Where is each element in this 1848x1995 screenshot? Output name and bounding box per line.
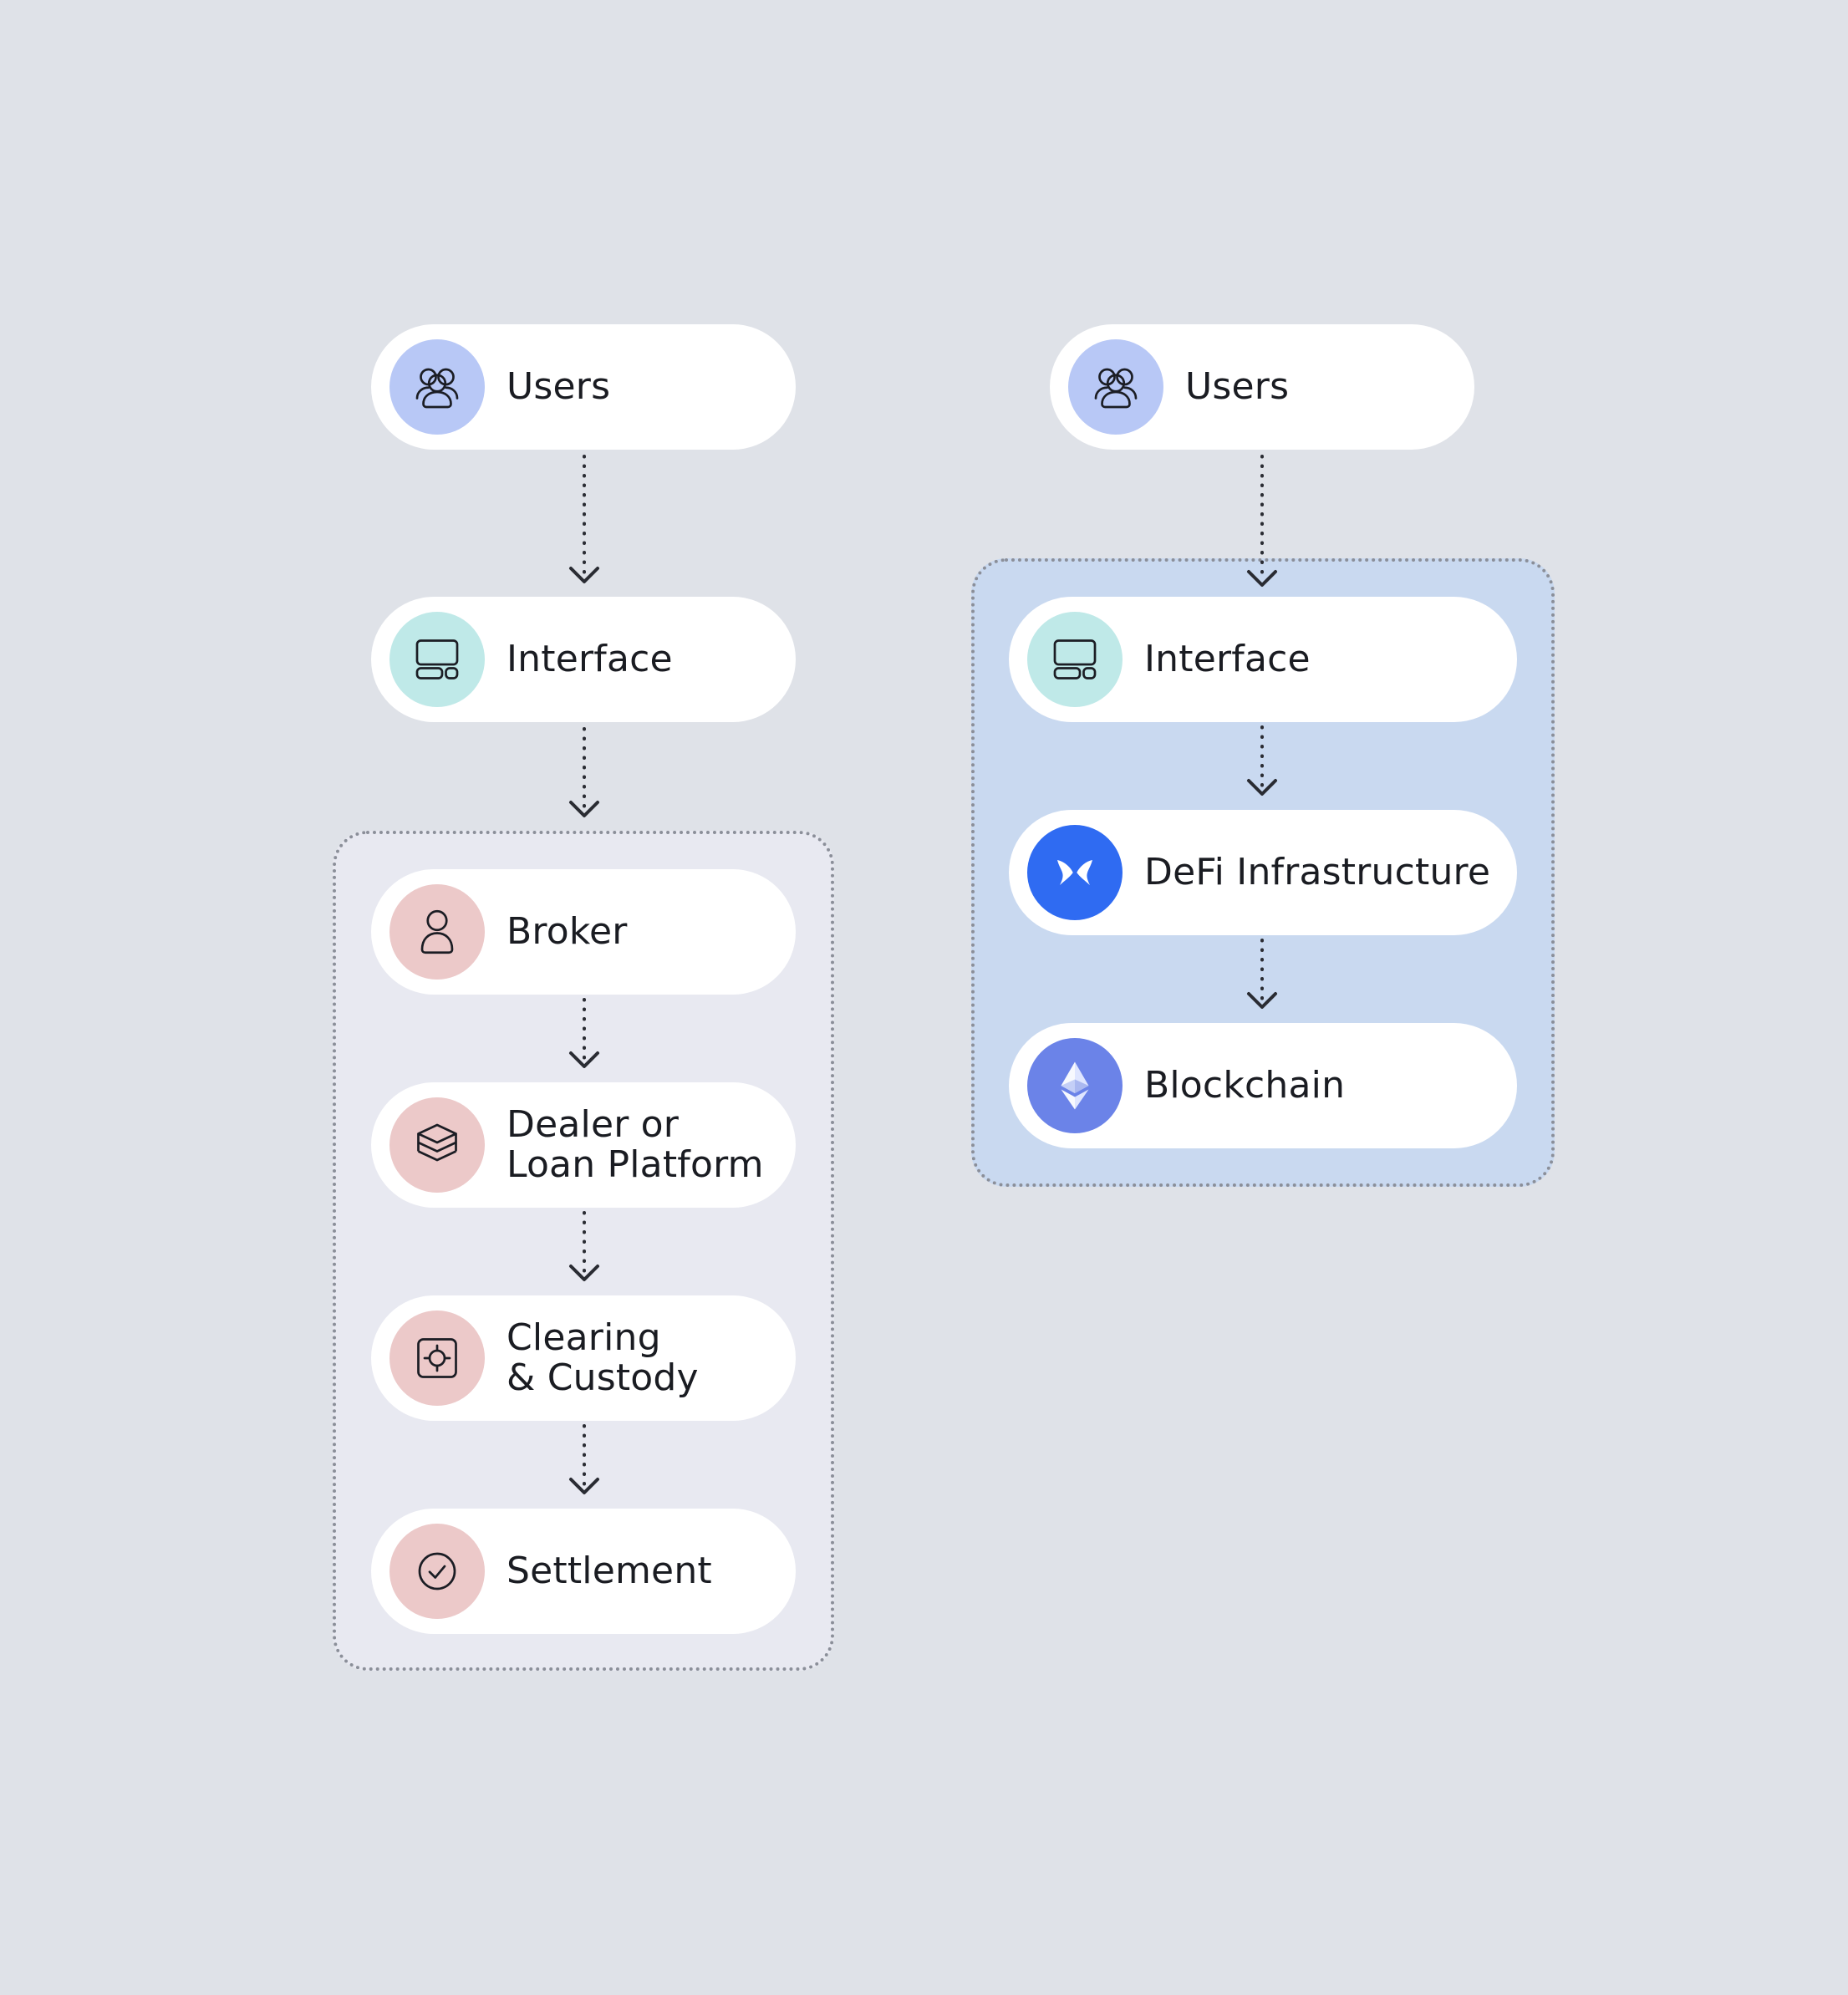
flow-arrow (1245, 722, 1279, 799)
node-label: Interface (507, 638, 673, 680)
left-users-node: Users (371, 324, 796, 450)
node-label: Dealer or Loan Platform (507, 1103, 764, 1186)
flow-arrow (568, 995, 601, 1071)
flow-arrow (1245, 935, 1279, 1012)
flow-arrow (568, 1208, 601, 1285)
node-label: Users (507, 365, 611, 408)
clearing-node: Clearing & Custody (371, 1295, 796, 1421)
interface-icon (1027, 612, 1123, 707)
butterfly-icon (1027, 825, 1123, 920)
broker-node: Broker (371, 869, 796, 995)
users-icon (1068, 339, 1163, 435)
node-label: Interface (1144, 638, 1311, 680)
dealer-node: Dealer or Loan Platform (371, 1082, 796, 1208)
node-label: Clearing & Custody (507, 1316, 699, 1399)
flow-arrow (568, 1421, 601, 1498)
right-users-node: Users (1050, 324, 1474, 450)
flow-arrow (1245, 450, 1279, 590)
flow-arrow (568, 722, 601, 821)
node-label: Broker (507, 910, 628, 953)
blockchain-node: Blockchain (1009, 1023, 1517, 1148)
ethereum-icon (1027, 1038, 1123, 1133)
settlement-node: Settlement (371, 1509, 796, 1634)
left-interface-node: Interface (371, 597, 796, 722)
node-label: Settlement (507, 1550, 712, 1592)
person-icon (389, 884, 485, 980)
interface-icon (389, 612, 485, 707)
node-label: Users (1185, 365, 1290, 408)
users-icon (389, 339, 485, 435)
defi-infrastructure-node: DeFi Infrastructure (1009, 810, 1517, 935)
layers-icon (389, 1097, 485, 1193)
node-label: Blockchain (1144, 1064, 1346, 1107)
flow-arrow (568, 450, 601, 587)
right-interface-node: Interface (1009, 597, 1517, 722)
node-label: DeFi Infrastructure (1144, 851, 1491, 893)
vault-icon (389, 1310, 485, 1406)
check-circle-icon (389, 1524, 485, 1619)
